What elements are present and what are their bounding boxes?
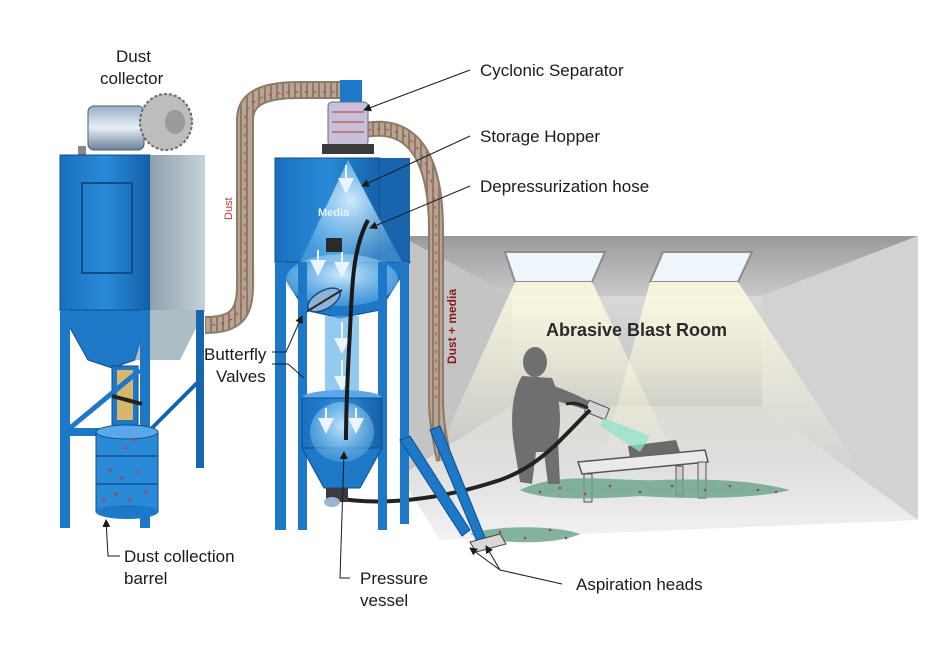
label-storage-hopper: Storage Hopper (480, 127, 600, 146)
blast-hose-to-nozzle (565, 401, 589, 410)
label-butterfly-valves-2: Valves (216, 367, 266, 386)
room-dust-particles (498, 484, 778, 540)
media-glow-upper (300, 160, 402, 262)
skylight-right (648, 251, 754, 283)
aspiration-line (399, 425, 507, 553)
label-butterfly-valves-1: Butterfly (204, 345, 267, 364)
blast-spray (600, 418, 650, 452)
blast-room (335, 236, 918, 543)
cyclonic-separator (322, 80, 374, 154)
callout-lines (102, 69, 563, 585)
pressure-vessel (301, 390, 383, 507)
flow-label-media: Media (318, 207, 350, 219)
label-depressurization-hose: Depressurization hose (480, 177, 649, 196)
dust-collector (59, 93, 205, 528)
inlet-valve-box (326, 238, 342, 252)
room-right-wall (762, 236, 918, 520)
depressurization-hose (344, 219, 370, 441)
label-dust-collector-1: Dust (116, 47, 151, 66)
collector-side (150, 155, 205, 310)
label-dust-collection-barrel-2: barrel (124, 569, 167, 588)
hose-dust-return (204, 81, 340, 334)
butterfly-valve (305, 287, 343, 313)
fan-motor (87, 105, 145, 151)
tower-frame (275, 262, 409, 530)
collector-hopper (59, 309, 151, 369)
skylight-left (503, 251, 607, 283)
blast-hose (335, 408, 592, 504)
flow-label-dust-plus-media: Dust + media (445, 289, 459, 364)
label-cyclonic-separator: Cyclonic Separator (480, 61, 624, 80)
collector-door (81, 182, 133, 274)
flow-label-dust: Dust (223, 197, 235, 220)
label-abrasive-blast-room: Abrasive Blast Room (546, 320, 727, 340)
storage-hopper (274, 157, 411, 319)
label-dust-collector-2: collector (100, 69, 164, 88)
label-aspiration-heads: Aspiration heads (576, 575, 703, 594)
light-beam-right (600, 282, 860, 470)
label-pressure-vessel-1: Pressure (360, 569, 428, 588)
floor-media-spill (520, 478, 790, 499)
collector-front (59, 154, 151, 311)
label-dust-collection-barrel-1: Dust collection (124, 547, 235, 566)
label-pressure-vessel-2: vessel (360, 591, 408, 610)
dust-collection-barrel (95, 424, 159, 519)
